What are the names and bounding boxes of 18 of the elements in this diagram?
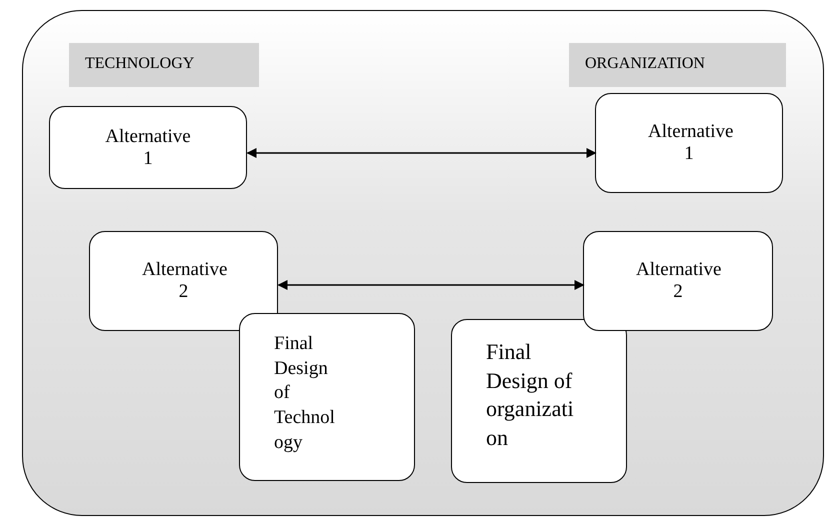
box-label: Alternative 2 [142,259,225,303]
box-label: TECHNOLOGY [85,55,196,73]
diagram-frame [22,10,824,516]
alternative-box [583,231,773,331]
box-label: Alternative 2 [636,259,720,303]
heading-band [69,43,259,87]
box-label: Final Design of Technology [274,332,336,455]
box-label: Final Design of organization [486,338,575,452]
design-box [451,319,627,483]
double-arrow [246,148,596,158]
alternative-box [89,231,278,331]
box-label: Alternative 1 [104,126,192,170]
box-label: ORGANIZATION [585,55,706,73]
alternative-box [595,93,783,193]
design-box [239,313,415,481]
double-arrow [278,280,584,290]
alternative-box [49,106,247,189]
heading-band [569,43,786,87]
